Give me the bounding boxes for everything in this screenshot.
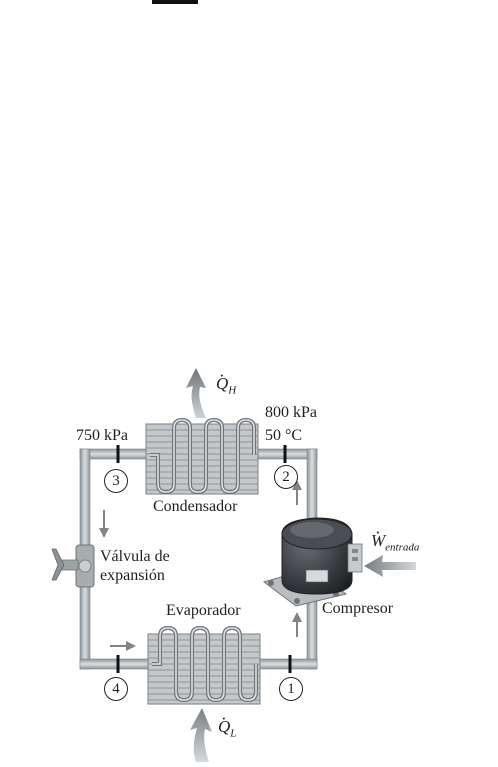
label-work-in: ·Wentrada xyxy=(371,531,419,554)
state-marker-3: 3 xyxy=(104,469,128,493)
label-temperature-high: 50 °C xyxy=(265,427,302,445)
state-marker-4: 4 xyxy=(104,677,128,701)
dot-mark: · xyxy=(221,709,227,729)
state-marker-2: 2 xyxy=(274,465,298,489)
label-condenser: Condensador xyxy=(153,498,237,516)
label-heat-in: ·QL xyxy=(218,717,236,740)
expansion-valve xyxy=(52,545,94,587)
heat-out-arrow xyxy=(186,368,206,418)
label-valve-line1: Válvula de xyxy=(100,548,170,566)
label-compressor: Compresor xyxy=(322,600,393,618)
label-heat-out: ·QH xyxy=(216,374,236,397)
label-evaporator: Evaporador xyxy=(166,602,241,620)
dot-mark: · xyxy=(219,366,225,386)
evaporator-coil xyxy=(148,628,260,704)
work-in-arrow xyxy=(364,555,416,577)
label-pressure-low: 750 kPa xyxy=(76,427,128,445)
state-marker-1: 1 xyxy=(279,677,303,701)
heat-in-arrow xyxy=(190,708,212,762)
label-pressure-high: 800 kPa xyxy=(265,404,317,422)
label-valve-line2: expansión xyxy=(100,567,165,585)
compressor-icon xyxy=(264,518,362,606)
dot-mark: · xyxy=(375,523,381,543)
condenser-coil xyxy=(146,420,258,494)
